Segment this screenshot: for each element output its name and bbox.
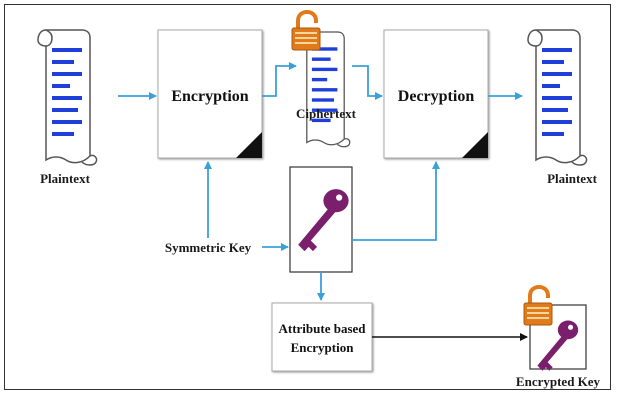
encryption-box: Encryption [157,29,263,159]
arrow-encryption-to-ciphertext [262,62,297,97]
abe-label-line2: Encryption [291,340,355,355]
padlock-icon [290,10,322,52]
arrow-ciphertext-to-decryption [352,65,383,100]
diagram-frame [4,4,611,390]
encrypted-key-label: Encrypted Key [516,374,601,389]
plaintext-left-scroll-icon [37,29,98,166]
symmetric-key-label: Symmetric Key [165,240,252,255]
attribute-based-encryption-box: Attribute based Encryption [271,302,373,372]
plaintext-right-scroll-icon [527,29,588,166]
encrypted-key-padlock-icon [522,285,554,327]
decryption-label: Decryption [398,88,475,105]
decryption-box: Decryption [383,29,489,159]
plaintext-right-label: Plaintext [547,171,597,186]
symmetric-key-box [289,166,353,273]
abe-label-line1: Attribute based [278,321,366,336]
ciphertext-label: Ciphertext [296,106,357,121]
flow-arrows [118,62,523,301]
arrow-key-to-decryption [352,161,440,241]
encrypted-key-box [522,285,587,371]
plaintext-left-label: Plaintext [40,171,90,186]
encryption-label: Encryption [171,88,248,105]
